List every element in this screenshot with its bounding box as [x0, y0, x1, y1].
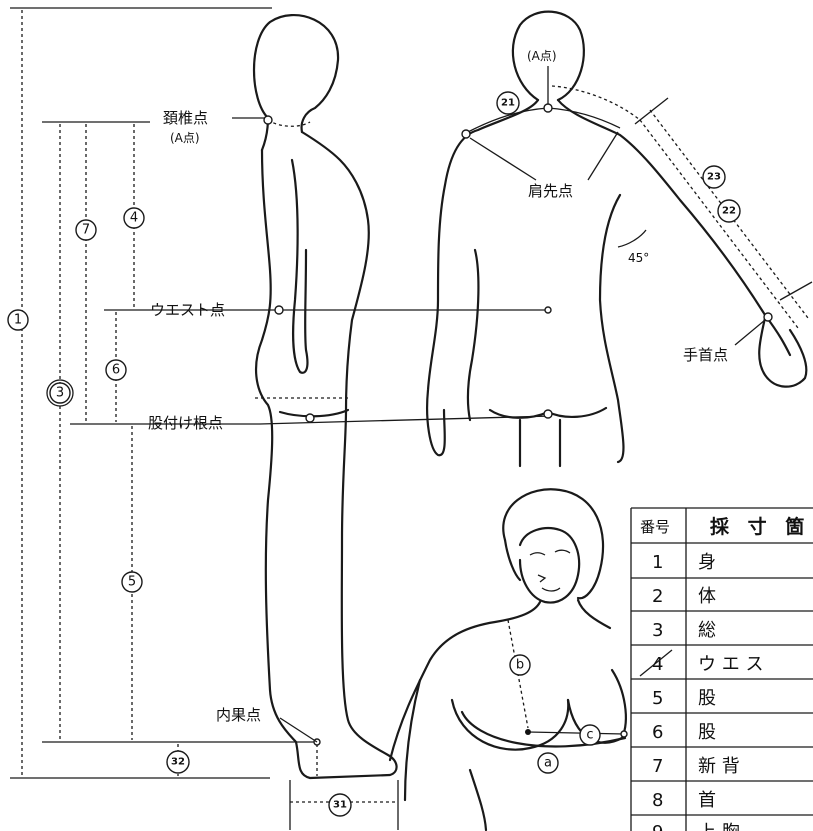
measure-3: 3 [46, 379, 74, 407]
wrist-point-label: 手首点 [683, 346, 728, 364]
side-view-figure [253, 13, 398, 780]
svg-text:31: 31 [333, 800, 347, 811]
back-a-point-marker [543, 103, 553, 113]
table-row-item: ウ エ ス [698, 654, 763, 675]
measure-31: 31 [328, 793, 352, 817]
table-row-no: 1 [652, 552, 663, 573]
table-row-item: 身 [698, 552, 716, 573]
measure-c: c [579, 724, 601, 746]
measure-21: 21 [496, 91, 520, 115]
waist-back-marker [544, 306, 552, 314]
svg-text:22: 22 [722, 206, 736, 217]
svg-text:32: 32 [171, 757, 185, 768]
angle-label: 45° [628, 251, 649, 265]
svg-text:4: 4 [130, 211, 138, 226]
table-row-item: 総 [698, 620, 716, 641]
measure-4: 4 [123, 207, 145, 229]
svg-text:a: a [544, 756, 552, 771]
crotch-point-marker [305, 413, 315, 423]
svg-text:c: c [586, 728, 593, 743]
table-row-item: 上 胸 [698, 822, 740, 831]
measure-5: 5 [121, 571, 143, 593]
ankle-point-label: 内果点 [216, 706, 261, 724]
waist-point-marker [274, 305, 284, 315]
table-row-item: 新 背 [698, 756, 740, 777]
table-row-item: 体 [698, 586, 716, 607]
back-view-figure [426, 10, 808, 468]
svg-text:7: 7 [82, 223, 90, 238]
measure-b: b [509, 654, 531, 676]
table-row-item: 股 [698, 722, 716, 743]
table-row-no: 8 [652, 790, 663, 811]
table-row-no: 5 [652, 688, 663, 709]
measure-32: 32 [166, 750, 190, 774]
table-row-no: 3 [652, 620, 663, 641]
svg-text:23: 23 [707, 172, 721, 183]
measure-22: 22 [717, 199, 741, 223]
neck-point-sub-label: (A点) [170, 131, 200, 145]
neck-point-marker [263, 115, 273, 125]
measure-a: a [537, 752, 559, 774]
measure-23: 23 [702, 165, 726, 189]
table-row-no: 7 [652, 756, 663, 777]
shoulder-point-label: 肩先点 [528, 182, 573, 200]
bust-side-marker [620, 730, 628, 738]
shoulder-point-marker [461, 129, 471, 139]
crotch-point-label: 股付け根点 [148, 414, 223, 432]
back-a-point-label: (A点) [527, 49, 557, 63]
table-header-item: 採 寸 箇 [710, 515, 810, 538]
measurement-table: 番号 採 寸 箇 1 身 2 体 3 総 4 ウ エ ス 5 股 6 股 7 新… [630, 507, 813, 831]
measure-6: 6 [105, 359, 127, 381]
table-row-item: 首 [698, 790, 716, 811]
measure-1: 1 [7, 309, 29, 331]
bust-figure [388, 488, 627, 831]
table-row-no: 4 [652, 654, 663, 675]
wrist-point-marker [763, 312, 773, 322]
table-row-no: 9 [652, 822, 663, 831]
measure-7: 7 [75, 219, 97, 241]
neck-point-label: 頚椎点 [163, 109, 208, 127]
strike-mark [639, 649, 673, 677]
waist-point-label: ウエスト点 [150, 301, 225, 319]
bust-point-marker [525, 729, 531, 735]
svg-text:21: 21 [501, 98, 515, 109]
table-row-no: 6 [652, 722, 663, 743]
svg-text:3: 3 [56, 386, 64, 401]
svg-text:1: 1 [14, 313, 22, 328]
svg-text:5: 5 [128, 575, 136, 590]
table-row-item: 股 [698, 688, 716, 709]
svg-text:6: 6 [112, 363, 120, 378]
table-header-no: 番号 [640, 518, 670, 536]
table-row-no: 2 [652, 586, 663, 607]
svg-text:b: b [516, 658, 524, 673]
crotch-back-marker [543, 409, 553, 419]
